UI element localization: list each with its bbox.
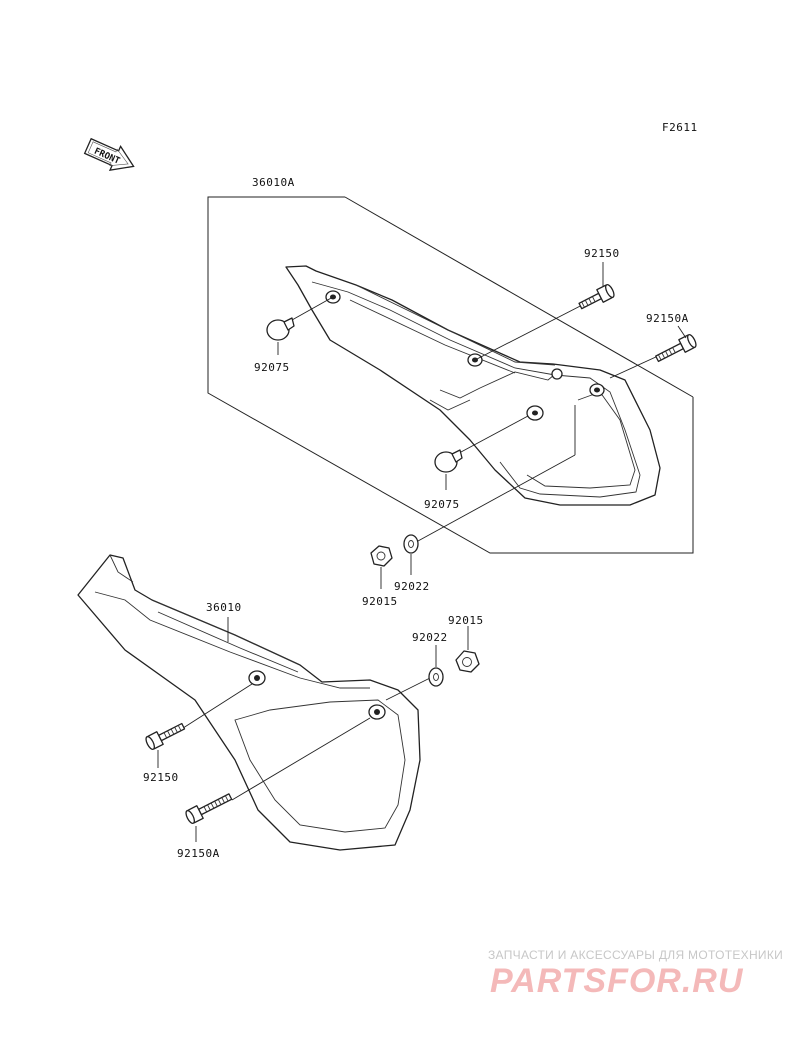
nut-92015-lower (455, 626, 480, 673)
callout-92150a-lower: 92150A (177, 847, 220, 860)
bolt-92150a-upper (655, 333, 697, 363)
figure-code: F2611 (662, 121, 698, 134)
callout-36010a: 36010A (252, 176, 295, 189)
watermark-brand: PARTSFOR.RU (490, 962, 744, 1000)
callout-92150-upper: 92150 (584, 247, 620, 260)
callout-36010: 36010 (206, 601, 242, 614)
callout-92075-top: 92075 (254, 361, 290, 374)
bolt-92150a-lower (185, 793, 233, 825)
callout-92015-upper: 92015 (362, 595, 398, 608)
callout-92150-lower: 92150 (143, 771, 179, 784)
callout-92075-bottom: 92075 (424, 498, 460, 511)
callout-92015-lower: 92015 (448, 614, 484, 627)
callout-92022-upper: 92022 (394, 580, 430, 593)
washer-92022-lower (428, 645, 444, 687)
nut-92015-upper (370, 545, 393, 589)
watermark-caption: ЗАПЧАСТИ И АКСЕССУАРЫ ДЛЯ МОТОТЕХНИКИ (488, 948, 784, 962)
side-cover-right (77, 554, 421, 851)
front-arrow-icon: FRONT (83, 137, 135, 171)
callout-92022-lower: 92022 (412, 631, 448, 644)
washer-92022-upper (403, 534, 419, 575)
grommet-92075-top (266, 296, 334, 355)
assembly-frame-diagonal (344, 196, 694, 398)
assembly-frame (207, 196, 694, 554)
grommet-92075-bottom (434, 405, 544, 490)
bolt-92150-lower (145, 722, 186, 751)
callout-92150a-upper: 92150A (646, 312, 689, 325)
bolt-92150-upper (578, 283, 615, 310)
side-cover-left (285, 265, 661, 506)
